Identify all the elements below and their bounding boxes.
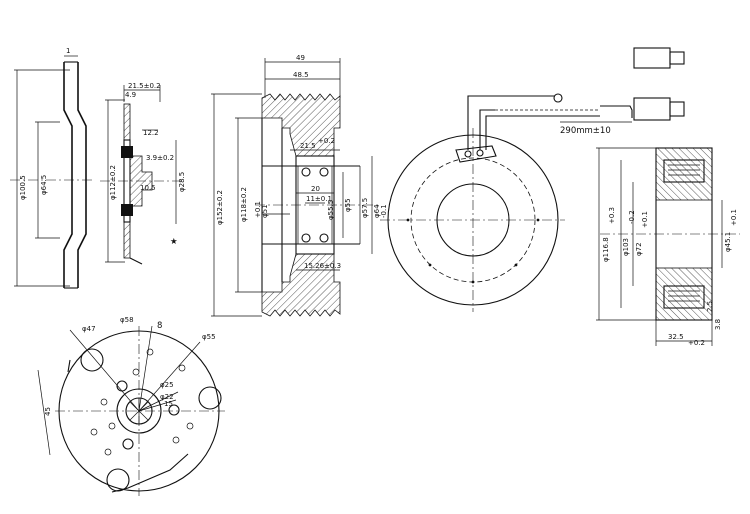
- coil-inner-tol: +0.1: [641, 211, 649, 228]
- plate-dim-g: φ22: [160, 393, 174, 401]
- coil-wire-length-dim: 290mm±10: [560, 126, 611, 136]
- pulley-groove-width-dim: 48.5: [293, 71, 309, 79]
- hub-outer-dim: φ112±0.2: [109, 165, 117, 200]
- hub-flange-dim: φ28.5: [178, 172, 186, 192]
- side-outer-dim: φ100.5: [19, 175, 27, 200]
- hub-small-dim: 4.9: [125, 91, 136, 99]
- coil-front-view: 290mm±10: [380, 47, 685, 312]
- hub-section-view: 21.5±0.2 4.9 12.2 3.9±0.2 10.5 φ112±0.2 …: [100, 82, 186, 265]
- pulley-width-dim: 49: [296, 54, 305, 62]
- pulley-bearing-od-dim: φ55.5: [327, 200, 335, 220]
- hub-marker: ★: [170, 237, 178, 247]
- pulley-outer-dim: φ152±0.2: [216, 190, 224, 225]
- pulley-race-dim: φ64: [373, 204, 381, 218]
- coil-small2-dim: 2.5: [706, 301, 714, 312]
- coil-mid-dim: φ103: [622, 238, 630, 256]
- pulley-rim-dim: φ118±0.2: [240, 187, 248, 222]
- hub-width-dim: 21.5±0.2: [128, 82, 161, 90]
- pulley-shaft-dim: φ55: [344, 198, 352, 212]
- coil-depth-tol: +0.2: [688, 339, 705, 347]
- coil-small1-dim: 3.8: [714, 319, 722, 330]
- coil-depth-dim: 32.5: [668, 333, 684, 341]
- pulley-bearing-offset-tol: +0.2: [318, 137, 335, 145]
- pulley-bearing-width-dim: 20: [311, 185, 320, 193]
- plate-dim-e: 45: [44, 407, 52, 416]
- pulley-section-view: 49 48.5 φ152±0.2 φ118±0.2 21.5 +0.2: [211, 54, 388, 317]
- side-profile-view: 1 φ100.5 φ64.5: [10, 47, 95, 289]
- plate-dim-h: 15: [164, 400, 173, 408]
- plate-dim-b: 8: [157, 321, 162, 331]
- plate-dim-f: φ25: [160, 381, 174, 389]
- pulley-bore-tol: +0.1: [254, 201, 262, 218]
- pulley-bearing-id-dim: φ57.5: [361, 198, 369, 218]
- coil-mid-tol: -0.2: [628, 210, 636, 224]
- plate-front-view: φ58 8 φ55 φ47 45 φ25 φ22 15: [37, 316, 225, 496]
- side-top-dim: 1: [66, 47, 70, 55]
- pulley-gap-dim: 15.26±0.3: [304, 262, 341, 270]
- hub-bore-depth-dim: 10.5: [140, 184, 156, 192]
- plate-dim-a: φ58: [120, 316, 134, 324]
- plate-dim-d: φ47: [82, 325, 96, 333]
- plate-dim-c: φ55: [202, 333, 216, 341]
- pulley-bore-dim: φ51: [261, 204, 269, 218]
- pulley-bearing-offset-dim: 21.5: [300, 142, 316, 150]
- coil-bore-tol: +0.1: [730, 209, 738, 226]
- pulley-inner-width-dim: 11±0.1: [306, 195, 332, 203]
- coil-bore-dim: φ45.1: [724, 232, 732, 252]
- coil-section-view: φ116.8 +0.3 φ103 -0.2 φ72 +0.1 φ45.1 +0.…: [596, 147, 740, 347]
- hub-spline-dim: 3.9±0.2: [146, 154, 174, 162]
- hub-step-dim: 12.2: [143, 129, 159, 137]
- pulley-race-tol: -0.1: [380, 204, 388, 218]
- coil-outer-tol: +0.3: [608, 207, 616, 224]
- coil-inner-dim: φ72: [635, 242, 643, 256]
- coil-outer-dim: φ116.8: [602, 237, 610, 262]
- side-inner-dim: φ64.5: [40, 175, 48, 195]
